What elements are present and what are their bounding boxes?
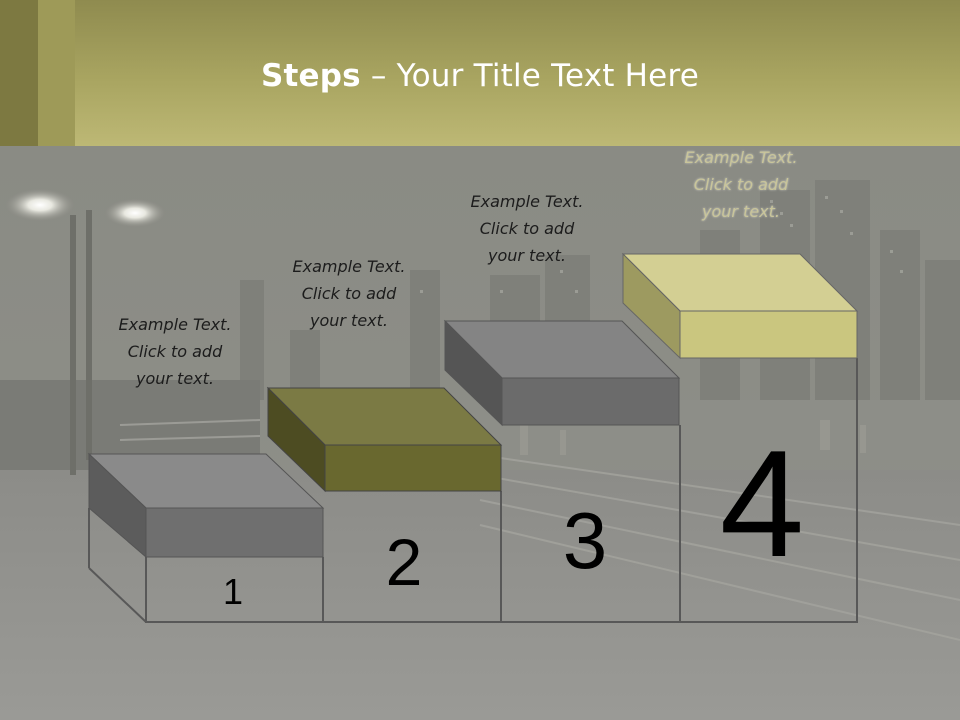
step-3-text-line: your text.: [487, 246, 566, 265]
step-4-number: 4: [720, 419, 805, 589]
step-1-number: 1: [223, 571, 243, 612]
title-rest: – Your Title Text Here: [360, 58, 699, 94]
title-band: [0, 0, 960, 146]
band-stripe: [38, 0, 75, 146]
step-4-text-line: your text.: [701, 202, 780, 221]
band-stripe: [0, 0, 38, 146]
step-3-text-line: Click to add: [479, 219, 575, 238]
step-2-number: 2: [386, 525, 423, 599]
step-3-block[interactable]: [443, 319, 681, 427]
step-1-text-line: Click to add: [127, 342, 223, 361]
step-2-block[interactable]: [266, 386, 503, 493]
step-1-text[interactable]: Example Text. Click to add your text.: [90, 311, 260, 392]
step-2-text-line: your text.: [309, 311, 388, 330]
step-3-text[interactable]: Example Text. Click to add your text.: [442, 188, 612, 269]
step-1-text-line: Example Text.: [118, 315, 232, 334]
step-3-number: 3: [563, 496, 608, 585]
step-1-block[interactable]: [87, 452, 325, 559]
step-4-text[interactable]: Example Text. Click to add your text.: [656, 144, 826, 225]
step-1-text-line: your text.: [135, 369, 214, 388]
step-4-text-line: Example Text.: [684, 148, 798, 167]
step-2-text[interactable]: Example Text. Click to add your text.: [264, 253, 434, 334]
step-2-text-line: Click to add: [301, 284, 397, 303]
slide-title[interactable]: Steps – Your Title Text Here: [0, 56, 960, 96]
step-4-text-line: Click to add: [693, 175, 789, 194]
step-3-text-line: Example Text.: [470, 192, 584, 211]
step-4-block[interactable]: [621, 252, 859, 360]
staircase-outline: [88, 358, 858, 623]
step-2-text-line: Example Text.: [292, 257, 406, 276]
title-bold: Steps: [260, 58, 361, 94]
